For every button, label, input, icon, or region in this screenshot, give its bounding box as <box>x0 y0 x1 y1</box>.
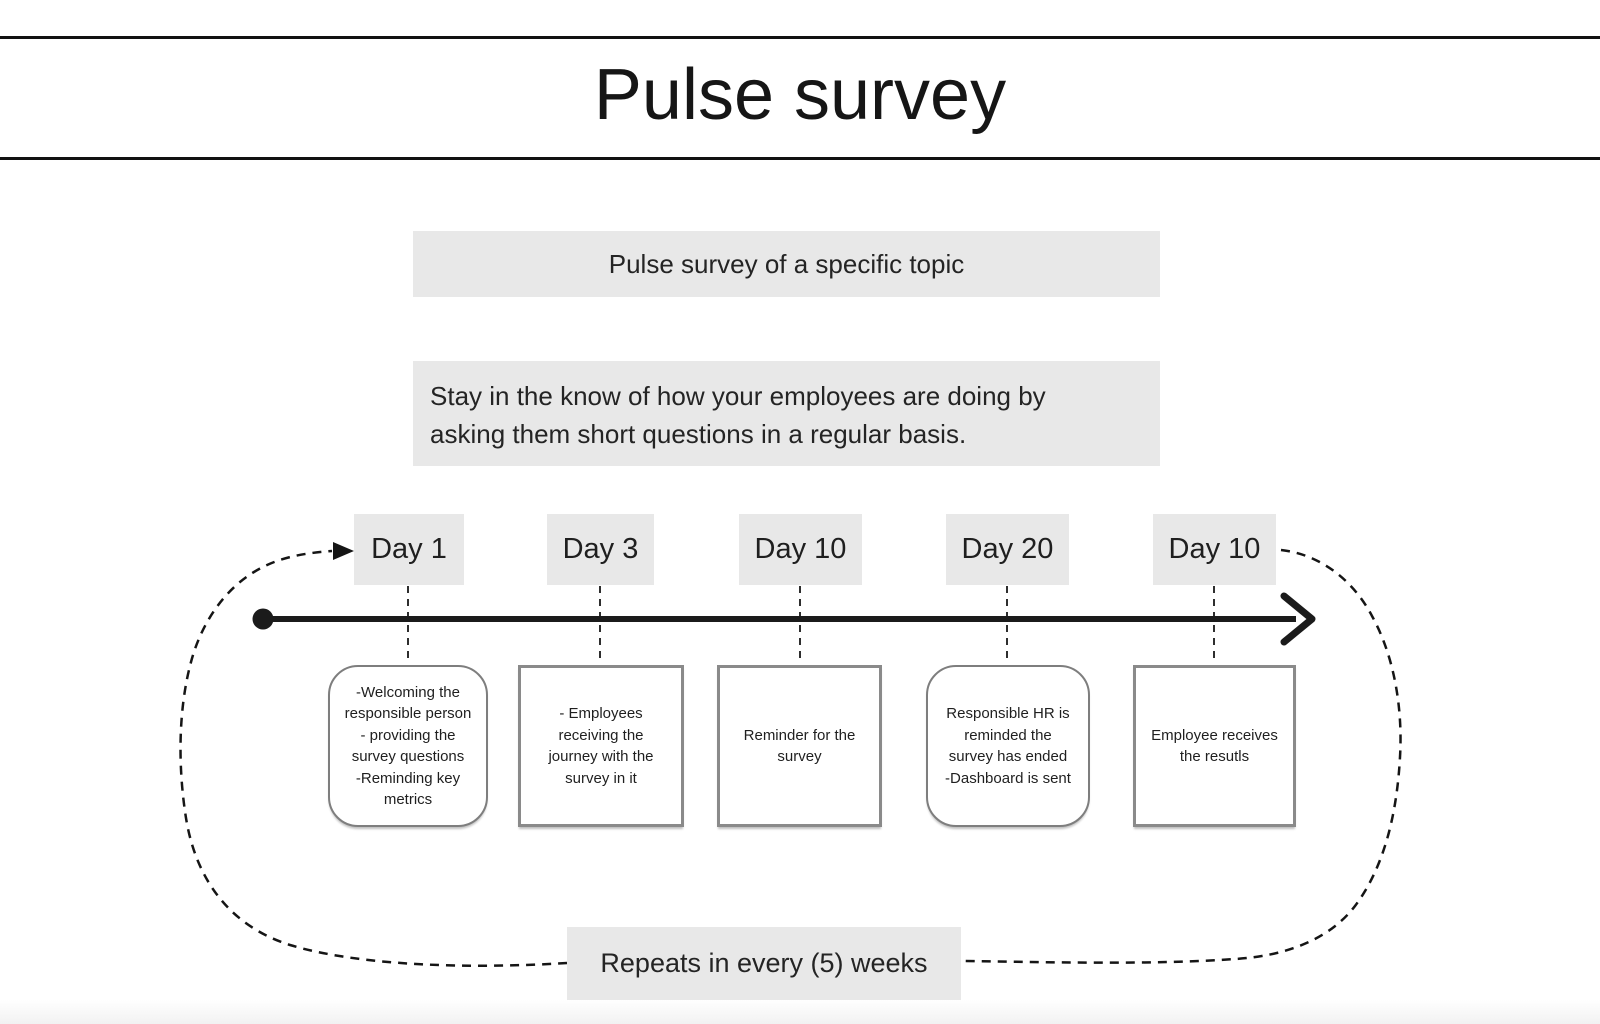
timeline-start-dot <box>252 608 274 630</box>
step-box-2: - Employees receiving the journey with t… <box>518 665 684 827</box>
page-title: Pulse survey <box>593 55 1007 135</box>
timeline-arrowhead-icon <box>1280 592 1316 646</box>
title-bottom-rule <box>0 157 1600 160</box>
repeat-loop-right-path <box>962 548 1402 964</box>
day-label-2: Day 3 <box>547 514 654 585</box>
day-label-3: Day 10 <box>739 514 862 585</box>
day-label-5: Day 10 <box>1153 514 1276 585</box>
footer-strip <box>0 1000 1600 1024</box>
step-box-1: -Welcoming the responsible person - prov… <box>328 665 488 827</box>
step-box-4: Responsible HR is reminded the survey ha… <box>926 665 1090 827</box>
day-label-4: Day 20 <box>946 514 1069 585</box>
step-box-5: Employee receives the resutls <box>1133 665 1296 827</box>
topic-banner: Pulse survey of a specific topic <box>413 231 1160 297</box>
repeat-loop-label: Repeats in every (5) weeks <box>567 927 961 1000</box>
step-connector-lines <box>407 586 1215 664</box>
step-box-3: Reminder for the survey <box>717 665 882 827</box>
title-top-rule <box>0 36 1600 39</box>
repeat-loop-left-path <box>179 549 568 967</box>
day-label-1: Day 1 <box>354 514 464 585</box>
description-banner: Stay in the know of how your employees a… <box>413 361 1160 466</box>
repeat-loop-arrowhead-icon <box>333 542 354 560</box>
